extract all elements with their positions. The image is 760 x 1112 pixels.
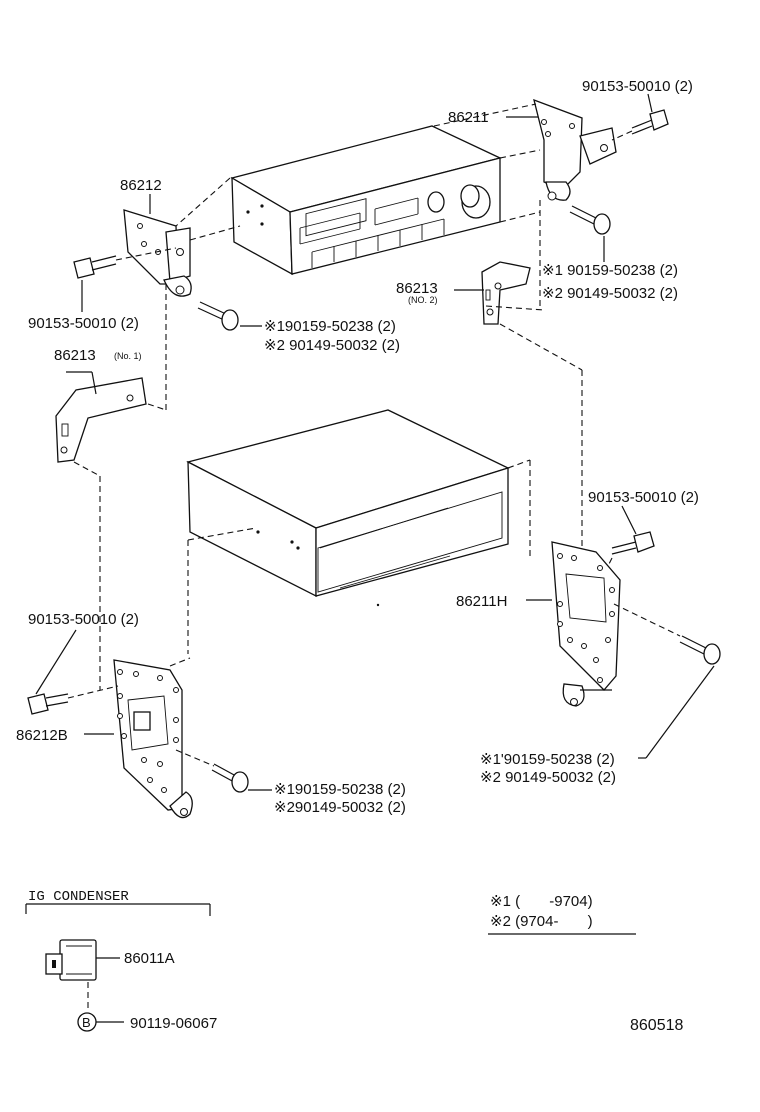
label-bracket-86212b: 86212B bbox=[16, 727, 68, 744]
label-diagram-number: 860518 bbox=[630, 1017, 683, 1034]
radio-box bbox=[186, 409, 510, 607]
bracket-86213-no2-shape bbox=[481, 261, 531, 325]
leader-lines bbox=[35, 93, 715, 1023]
screw-right-lower bbox=[679, 635, 721, 665]
label-note-1: ※1 ( -9704) bbox=[490, 893, 593, 910]
label-screw-right-lower-2: ※2 90149-50032 (2) bbox=[480, 769, 616, 786]
label-condenser-bolt: 90119-06067 bbox=[130, 1015, 217, 1032]
label-bolt-right-mid: 90153-50010 (2) bbox=[588, 489, 699, 506]
label-condenser-title: IG CONDENSER bbox=[28, 889, 129, 905]
label-screw-left-lower-2: ※290149-50032 (2) bbox=[274, 799, 406, 816]
assembly-dashed-lines bbox=[67, 103, 681, 1012]
bolt-left-lower bbox=[27, 693, 69, 715]
bracket-86213-no1-shape bbox=[55, 377, 147, 463]
label-bracket-86213-no2: 86213 bbox=[396, 280, 438, 297]
label-note-2: ※2 (9704- ) bbox=[490, 913, 593, 930]
label-no2-tag: (NO. 2) bbox=[408, 295, 438, 305]
bolt-left-upper bbox=[73, 255, 117, 279]
bolt-right-mid bbox=[611, 531, 655, 555]
label-bolt-top-right: 90153-50010 (2) bbox=[582, 78, 693, 95]
screw-left-lower bbox=[211, 763, 249, 793]
ig-condenser-part bbox=[45, 939, 97, 981]
screw-right-upper bbox=[569, 205, 611, 235]
bracket-86211h-shape bbox=[551, 541, 621, 707]
label-bolt-left-upper: 90153-50010 (2) bbox=[28, 315, 139, 332]
bolt-marker-circle bbox=[77, 1012, 97, 1032]
label-screw-right-lower-1: ※1'90159-50238 (2) bbox=[480, 751, 615, 768]
ig-condenser-frame bbox=[25, 903, 211, 916]
label-condenser-part: 86011A bbox=[124, 950, 175, 967]
label-bracket-86211h: 86211H bbox=[456, 593, 507, 610]
bolt-top-right bbox=[631, 109, 669, 135]
label-screw-right-upper-2: ※2 90149-50032 (2) bbox=[542, 285, 678, 302]
label-screw-left-lower-1: ※190159-50238 (2) bbox=[274, 781, 406, 798]
label-screw-right-upper-1: ※1 90159-50238 (2) bbox=[542, 262, 678, 279]
bracket-86212b-shape bbox=[113, 659, 193, 819]
label-bracket-86212: 86212 bbox=[120, 177, 162, 194]
label-screw-left-upper-2: ※2 90149-50032 (2) bbox=[264, 337, 400, 354]
label-screw-left-upper-1: ※190159-50238 (2) bbox=[264, 318, 396, 335]
label-bolt-left-lower: 90153-50010 (2) bbox=[28, 611, 139, 628]
label-no1-tag: (No. 1) bbox=[114, 351, 142, 361]
label-bolt-marker: B bbox=[82, 1015, 91, 1030]
screw-left-upper bbox=[197, 301, 239, 331]
bracket-86212-shape bbox=[123, 209, 192, 297]
bracket-86211-shape bbox=[533, 98, 617, 201]
label-bracket-86213-no1: 86213 bbox=[54, 347, 96, 364]
label-bracket-86211: 86211 bbox=[448, 109, 489, 126]
radio-head-unit bbox=[230, 125, 502, 276]
